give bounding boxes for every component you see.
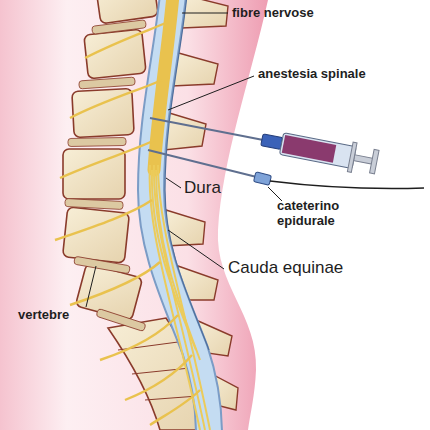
back-skin: [0, 0, 268, 430]
spinal-syringe: [147, 103, 379, 177]
part-label: Dura: [184, 178, 221, 198]
part-label: fibre nervose: [232, 6, 314, 21]
spinal-canal: [151, 0, 209, 430]
nerve-roots: [55, 22, 200, 425]
cauda-fibres: [150, 165, 210, 430]
discs: [65, 20, 146, 332]
part-label: vertebre: [18, 308, 69, 323]
dura-line: [165, 0, 209, 350]
part-label: cateterino epidurale: [277, 199, 377, 229]
epidural-catheter: [270, 181, 424, 189]
part-label: Cauda equinae: [228, 258, 343, 278]
part-label: anestesia spinale: [258, 67, 366, 82]
